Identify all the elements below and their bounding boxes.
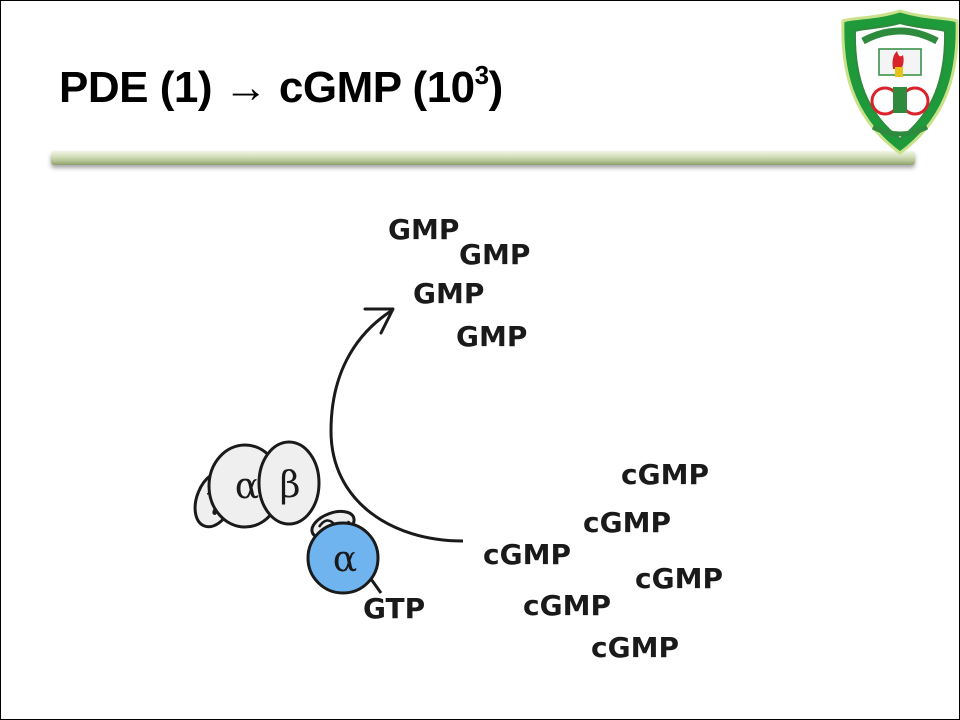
logo-torch [895,67,903,77]
cgmp-label: cGMP [483,538,571,571]
logo-center-block [893,87,907,113]
title-middle: cGMP (10 [267,63,475,112]
title-divider-bar [51,151,915,165]
gmp-label: GMP [388,213,459,246]
gmp-label: GMP [413,277,484,310]
gtp-label: GTP [363,592,425,625]
logo-flame [892,51,904,69]
slide-title: PDE (1) → cGMP (103) [59,60,504,113]
alpha-symbol: α [235,466,259,507]
gtp-tether [369,578,383,594]
logo-arc-band [861,27,939,45]
hydrolysis-arrowhead [363,307,395,335]
cgmp-label: cGMP [583,506,671,539]
cgmp-label: cGMP [621,458,709,491]
cgmp-label: cGMP [635,562,723,595]
alpha-active-symbol: α [333,539,357,580]
title-superscript: 3 [474,60,489,90]
arrow-symbol: → [223,63,268,112]
title-prefix: PDE (1) [59,63,224,112]
logo-bottom-band [871,124,929,137]
cgmp-label: cGMP [591,631,679,664]
gmp-label: GMP [456,320,527,353]
title-suffix: ) [488,63,504,112]
hydrolysis-arrow [329,309,464,543]
beta-symbol: β [280,465,301,506]
cgmp-label: cGMP [523,589,611,622]
beta-subunit [257,440,321,526]
gmp-label: GMP [459,238,530,271]
alpha-subunit-active [306,521,380,595]
university-emblem-logo [841,9,959,155]
